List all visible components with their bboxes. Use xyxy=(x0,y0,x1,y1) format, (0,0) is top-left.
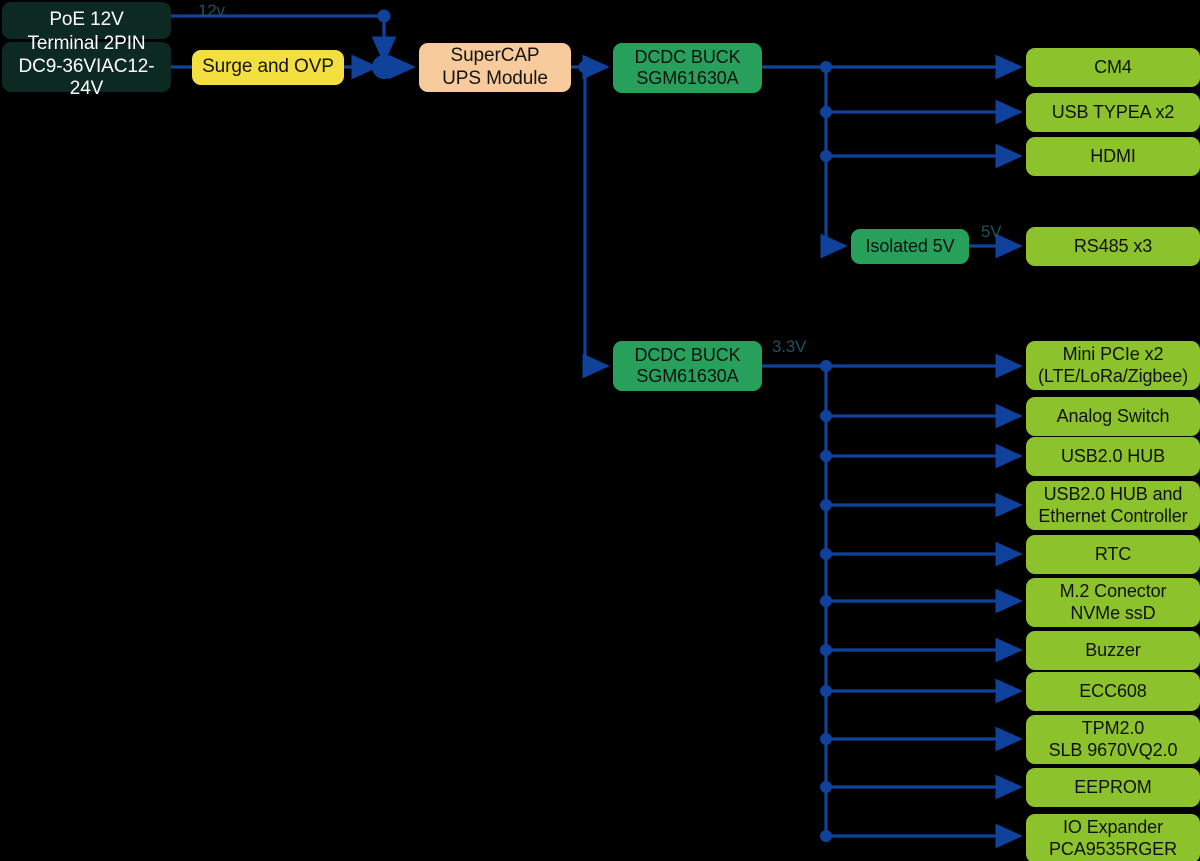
junction-dot-poe xyxy=(377,9,391,23)
junction-dot-summing xyxy=(372,55,396,79)
block-tpm2[interactable]: TPM2.0 SLB 9670VQ2.0 xyxy=(1026,715,1200,764)
block-surge-and-ovp[interactable]: Surge and OVP xyxy=(192,50,344,85)
rail-label-5v: 5V xyxy=(981,222,1002,241)
block-dcdc-buck-5v[interactable]: DCDC BUCK SGM61630A xyxy=(613,43,762,93)
junction-dot-5v-3 xyxy=(820,150,832,162)
rail-label-12v: 12v xyxy=(198,1,225,20)
junction-dot-33v-8 xyxy=(820,685,832,697)
block-rtc[interactable]: RTC xyxy=(1026,535,1200,574)
block-terminal-2pin[interactable]: Terminal 2PIN DC9-36VIAC12-24V xyxy=(2,33,171,99)
junction-dot-33v-1 xyxy=(820,360,832,372)
junction-dot-33v-2 xyxy=(820,410,832,422)
block-eeprom[interactable]: EEPROM xyxy=(1026,768,1200,807)
block-m2-nvme[interactable]: M.2 Conector NVMe ssD xyxy=(1026,578,1200,627)
block-ecc608[interactable]: ECC608 xyxy=(1026,672,1200,711)
block-usb2-hub-ethernet[interactable]: USB2.0 HUB and Ethernet Controller xyxy=(1026,481,1200,530)
junction-dot-33v-10 xyxy=(820,781,832,793)
block-mini-pcie[interactable]: Mini PCIe x2 (LTE/LoRa/Zigbee) xyxy=(1026,341,1200,390)
junction-dot-supercap xyxy=(578,60,592,74)
rail-label-3v3: 3.3V xyxy=(772,337,807,356)
block-buzzer[interactable]: Buzzer xyxy=(1026,631,1200,670)
block-rs485[interactable]: RS485 x3 xyxy=(1026,227,1200,266)
junction-dot-33v-6 xyxy=(820,595,832,607)
junction-dot-5v-1 xyxy=(820,61,832,73)
junction-dot-33v-5 xyxy=(820,548,832,560)
junction-dots xyxy=(372,9,832,842)
block-analog-switch[interactable]: Analog Switch xyxy=(1026,397,1200,436)
junction-dot-33v-3 xyxy=(820,450,832,462)
block-isolated-5v[interactable]: Isolated 5V xyxy=(851,229,969,264)
block-usb-typea[interactable]: USB TYPEA x2 xyxy=(1026,93,1200,132)
junction-dot-33v-7 xyxy=(820,644,832,656)
junction-dot-5v-2 xyxy=(820,106,832,118)
junction-dot-33v-9 xyxy=(820,733,832,745)
block-usb2-hub[interactable]: USB2.0 HUB xyxy=(1026,437,1200,476)
block-poe-12v[interactable]: PoE 12V xyxy=(2,2,171,39)
junction-dot-33v-4 xyxy=(820,499,832,511)
block-hdmi[interactable]: HDMI xyxy=(1026,137,1200,176)
block-dcdc-buck-3v3[interactable]: DCDC BUCK SGM61630A xyxy=(613,341,762,391)
block-supercap-ups-module[interactable]: SuperCAP UPS Module xyxy=(419,43,571,92)
junction-dot-33v-11 xyxy=(820,830,832,842)
block-cm4[interactable]: CM4 xyxy=(1026,48,1200,87)
block-io-expander[interactable]: IO Expander PCA9535RGER xyxy=(1026,814,1200,861)
